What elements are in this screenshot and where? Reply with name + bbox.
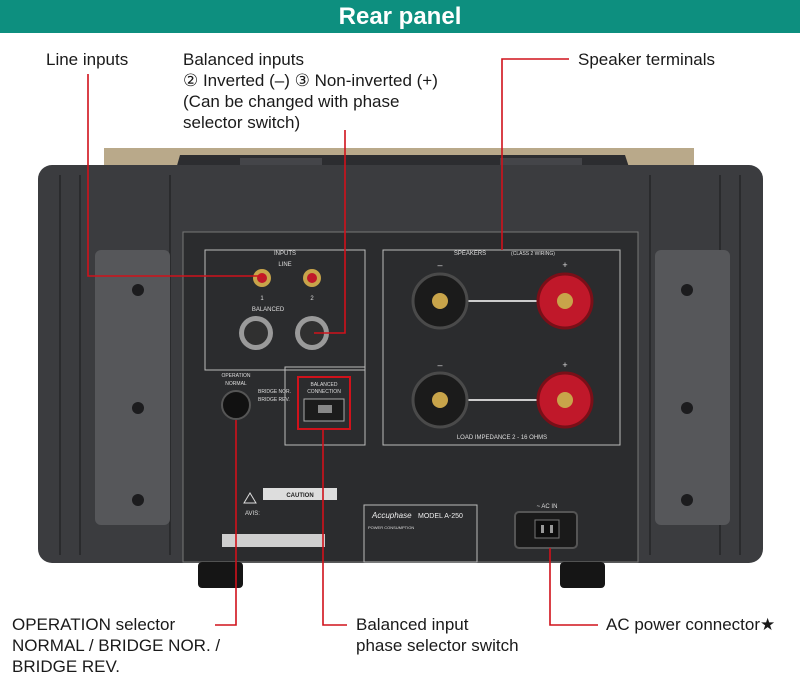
operation-selector-options-2: BRIDGE REV.: [12, 657, 121, 676]
leader-lines: [87, 58, 598, 626]
right-handle: [655, 250, 730, 525]
line-text: LINE: [278, 262, 291, 268]
speakers-text: SPEAKERS: [454, 251, 486, 257]
leader-line-phase: [322, 430, 347, 626]
operation-selector-options-1: NORMAL / BRIDGE NOR. /: [12, 636, 221, 655]
operation-selector-knob: [221, 390, 251, 420]
phase-selector-line-1: Balanced input: [356, 615, 469, 634]
leader-line-balanced: [314, 130, 346, 334]
balanced-inputs-title: Balanced inputs: [183, 50, 304, 69]
plus-sign-upper: +: [562, 260, 567, 270]
speaker-terminals-label: Speaker terminals: [578, 50, 716, 69]
leader-line-ac: [549, 548, 598, 626]
left-handle: [95, 250, 170, 525]
operation-text: OPERATION: [221, 373, 250, 379]
caution-label: [263, 488, 337, 500]
jack-1-number: 1: [260, 296, 264, 302]
phase-selector-highlight: [297, 376, 351, 430]
phase-selector-label: Balanced input phase selector switch: [356, 614, 519, 656]
speakers-note-text: (CLASS 2 WIRING): [511, 251, 555, 257]
minus-sign-lower: –: [437, 360, 442, 370]
bridge-nor-text: BRIDGE NOR.: [258, 389, 291, 395]
balanced-connection-text-2: CONNECTION: [307, 389, 341, 395]
balanced-connection-text-1: BALANCED: [311, 382, 338, 388]
jack-2-number: 2: [310, 296, 314, 302]
balanced-inputs-note-1: (Can be changed with phase: [183, 92, 400, 111]
leader-line-speakers: [501, 58, 569, 250]
power-consumption-text: POWER CONSUMPTION: [368, 525, 414, 530]
operation-selector-label: OPERATION selector NORMAL / BRIDGE NOR. …: [12, 614, 220, 677]
normal-text: NORMAL: [225, 381, 247, 387]
bridge-rev-text: BRIDGE REV.: [258, 397, 290, 403]
brand-text: Accuphase: [371, 511, 412, 520]
phase-selector-line-2: phase selector switch: [356, 636, 519, 655]
line-inputs-label: Line inputs: [46, 50, 129, 69]
balanced-inputs-pins: ② Inverted (–) ③ Non-inverted (+): [183, 71, 438, 90]
inputs-text: INPUTS: [274, 251, 296, 257]
model-plate: [363, 504, 478, 563]
operation-selector-title: OPERATION selector: [12, 615, 176, 634]
leader-line-inputs: [87, 74, 264, 277]
heatsink-fins: [59, 175, 741, 555]
avis-text: AVIS:: [245, 511, 260, 517]
ac-power-connector-label: AC power connector★: [606, 615, 776, 634]
plus-sign-lower: +: [562, 360, 567, 370]
leader-line-operation: [215, 420, 237, 626]
page-title: Rear panel: [0, 0, 800, 33]
balanced-inputs-label: Balanced inputs ② Inverted (–) ③ Non-inv…: [183, 49, 438, 133]
ac-in-text: ~ AC IN: [537, 504, 558, 510]
caution-text: CAUTION: [286, 493, 313, 499]
model-text: MODEL A-250: [418, 513, 463, 520]
foot-left: [198, 562, 243, 588]
minus-sign-upper: –: [437, 260, 442, 270]
balanced-text: BALANCED: [252, 307, 285, 313]
balanced-inputs-note-2: selector switch): [183, 113, 301, 132]
serial-plate: [222, 534, 325, 547]
load-impedance-text: LOAD IMPEDANCE 2 - 16 OHMS: [457, 435, 547, 441]
foot-right: [560, 562, 605, 588]
